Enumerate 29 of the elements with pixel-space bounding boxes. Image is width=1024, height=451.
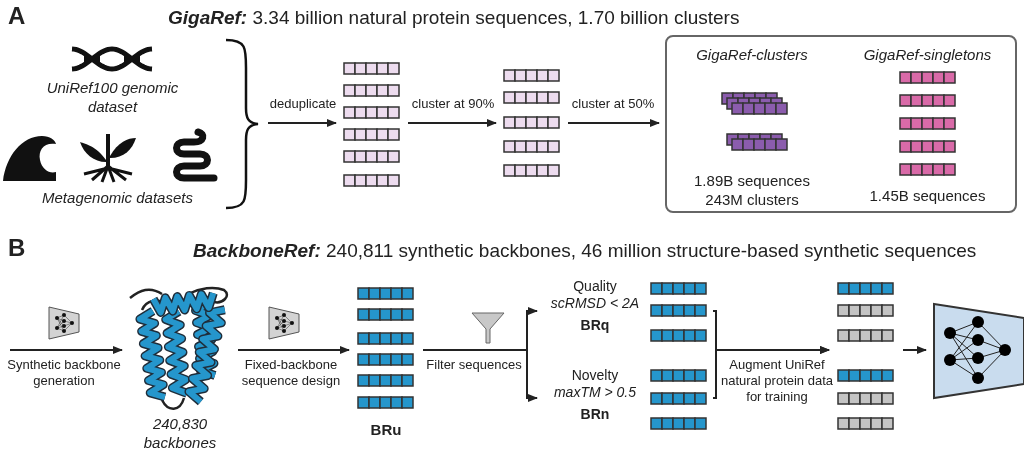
node-text: scRMSD < 2A [549, 295, 641, 312]
node-text: GigaRef-singletons [862, 45, 993, 64]
edge-label: deduplicate [268, 96, 338, 112]
node-text: BRq [579, 317, 611, 334]
edge-label: Augment UniRef natural protein data for training [720, 357, 834, 405]
node-text: BRu [369, 420, 403, 439]
arrow [422, 349, 538, 402]
arrow [407, 119, 497, 127]
arrow [712, 346, 830, 399]
node-text: 1.89B sequences 243M clusters [693, 171, 811, 209]
node-text: 240,830 backbones [142, 414, 218, 451]
node-text: UniRef100 genomic dataset [45, 78, 180, 116]
node-text: maxTM > 0.5 [552, 384, 638, 401]
arrow [902, 346, 927, 354]
panel-letter: B [8, 234, 26, 262]
arrow [267, 119, 337, 127]
node-text: Quality [572, 278, 618, 295]
output-panel [665, 35, 1017, 213]
node-text: Metagenomic datasets [41, 188, 194, 207]
node-text: 1.45B sequences [868, 186, 987, 205]
node-text: Novelty [570, 367, 620, 384]
panel-letter: A [8, 2, 26, 30]
node-text: BRn [579, 406, 611, 423]
panel-title: BackboneRef: 240,811 synthetic backbones, 46 million structure-based synthetic sequences [193, 240, 977, 262]
arrow [237, 346, 350, 354]
panel-title: GigaRef: 3.34 billion natural protein sequences, 1.70 billion clusters [168, 7, 740, 29]
arrow [567, 119, 660, 127]
node-text: GigaRef-clusters [695, 45, 809, 64]
arrow [9, 346, 123, 354]
